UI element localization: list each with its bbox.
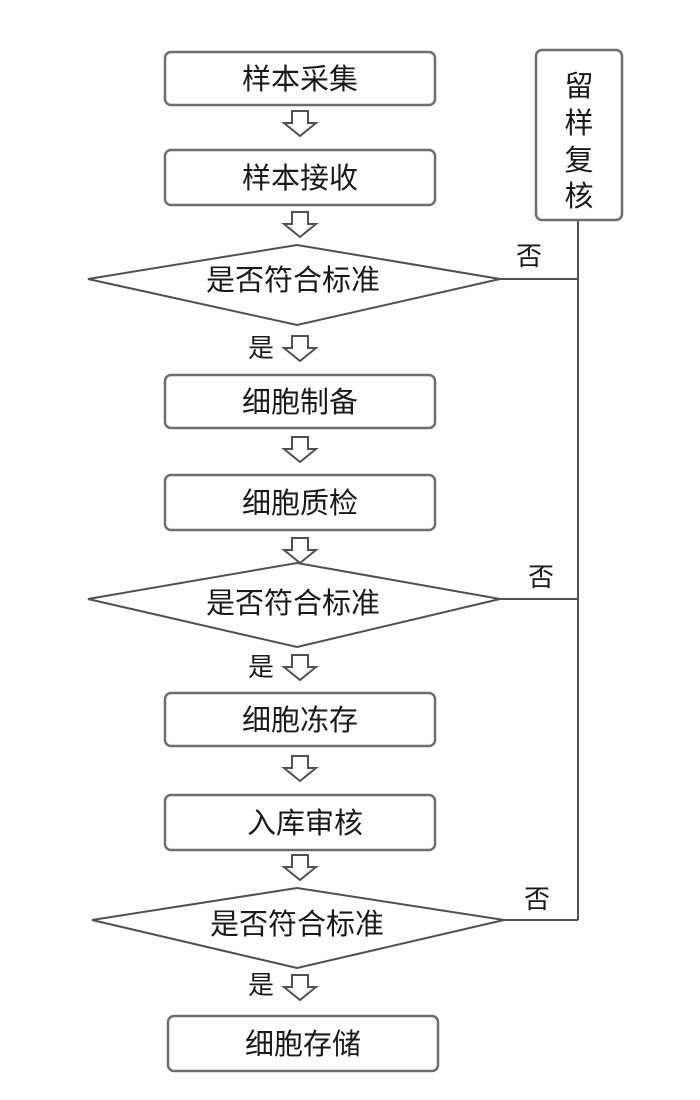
decision-2-label: 是否符合标准 bbox=[206, 586, 380, 620]
down-arrow-9 bbox=[281, 974, 319, 1002]
step-cell-storage-label: 细胞存储 bbox=[245, 1027, 361, 1061]
down-arrow-7 bbox=[281, 755, 319, 783]
side-box-char-4: 核 bbox=[564, 179, 593, 213]
down-arrow-5 bbox=[281, 537, 319, 565]
decision-3-no-label: 否 bbox=[524, 885, 550, 915]
down-arrow-1 bbox=[281, 110, 319, 138]
side-box-char-3: 复 bbox=[564, 143, 593, 177]
step-cell-cryo-label: 细胞冻存 bbox=[242, 703, 358, 737]
down-arrow-4 bbox=[281, 436, 319, 464]
decision-1-label: 是否符合标准 bbox=[206, 263, 380, 297]
decision-3-label: 是否符合标准 bbox=[210, 907, 384, 941]
down-arrow-2 bbox=[281, 211, 319, 239]
decision-1-yes-label: 是 bbox=[248, 334, 274, 364]
step-cell-cryo bbox=[163, 691, 437, 748]
decision-2-yes-label: 是 bbox=[248, 653, 274, 683]
step-storage-review-label: 入库审核 bbox=[247, 806, 363, 840]
decision-3-yes-label: 是 bbox=[248, 971, 274, 1001]
step-cell-qc bbox=[163, 473, 437, 532]
step-cell-preparation bbox=[163, 373, 437, 430]
step-cell-storage bbox=[166, 1014, 440, 1073]
step-sample-receipt bbox=[163, 148, 437, 207]
step-cell-qc-label: 细胞质检 bbox=[242, 486, 358, 520]
side-box-char-1: 留 bbox=[564, 69, 593, 103]
down-arrow-8 bbox=[281, 854, 319, 882]
step-sample-collection-label: 样本采集 bbox=[242, 62, 358, 96]
down-arrow-3 bbox=[281, 335, 319, 363]
down-arrow-6 bbox=[281, 654, 319, 682]
side-box-char-2: 样 bbox=[564, 106, 593, 140]
retain-sample-review-box bbox=[534, 48, 624, 222]
decision-1-no-label: 否 bbox=[516, 242, 542, 272]
step-sample-collection bbox=[163, 50, 437, 107]
step-storage-review bbox=[163, 793, 437, 852]
step-cell-preparation-label: 细胞制备 bbox=[242, 385, 358, 419]
decision-2-no-label: 否 bbox=[528, 563, 554, 593]
step-sample-receipt-label: 样本接收 bbox=[242, 161, 358, 195]
